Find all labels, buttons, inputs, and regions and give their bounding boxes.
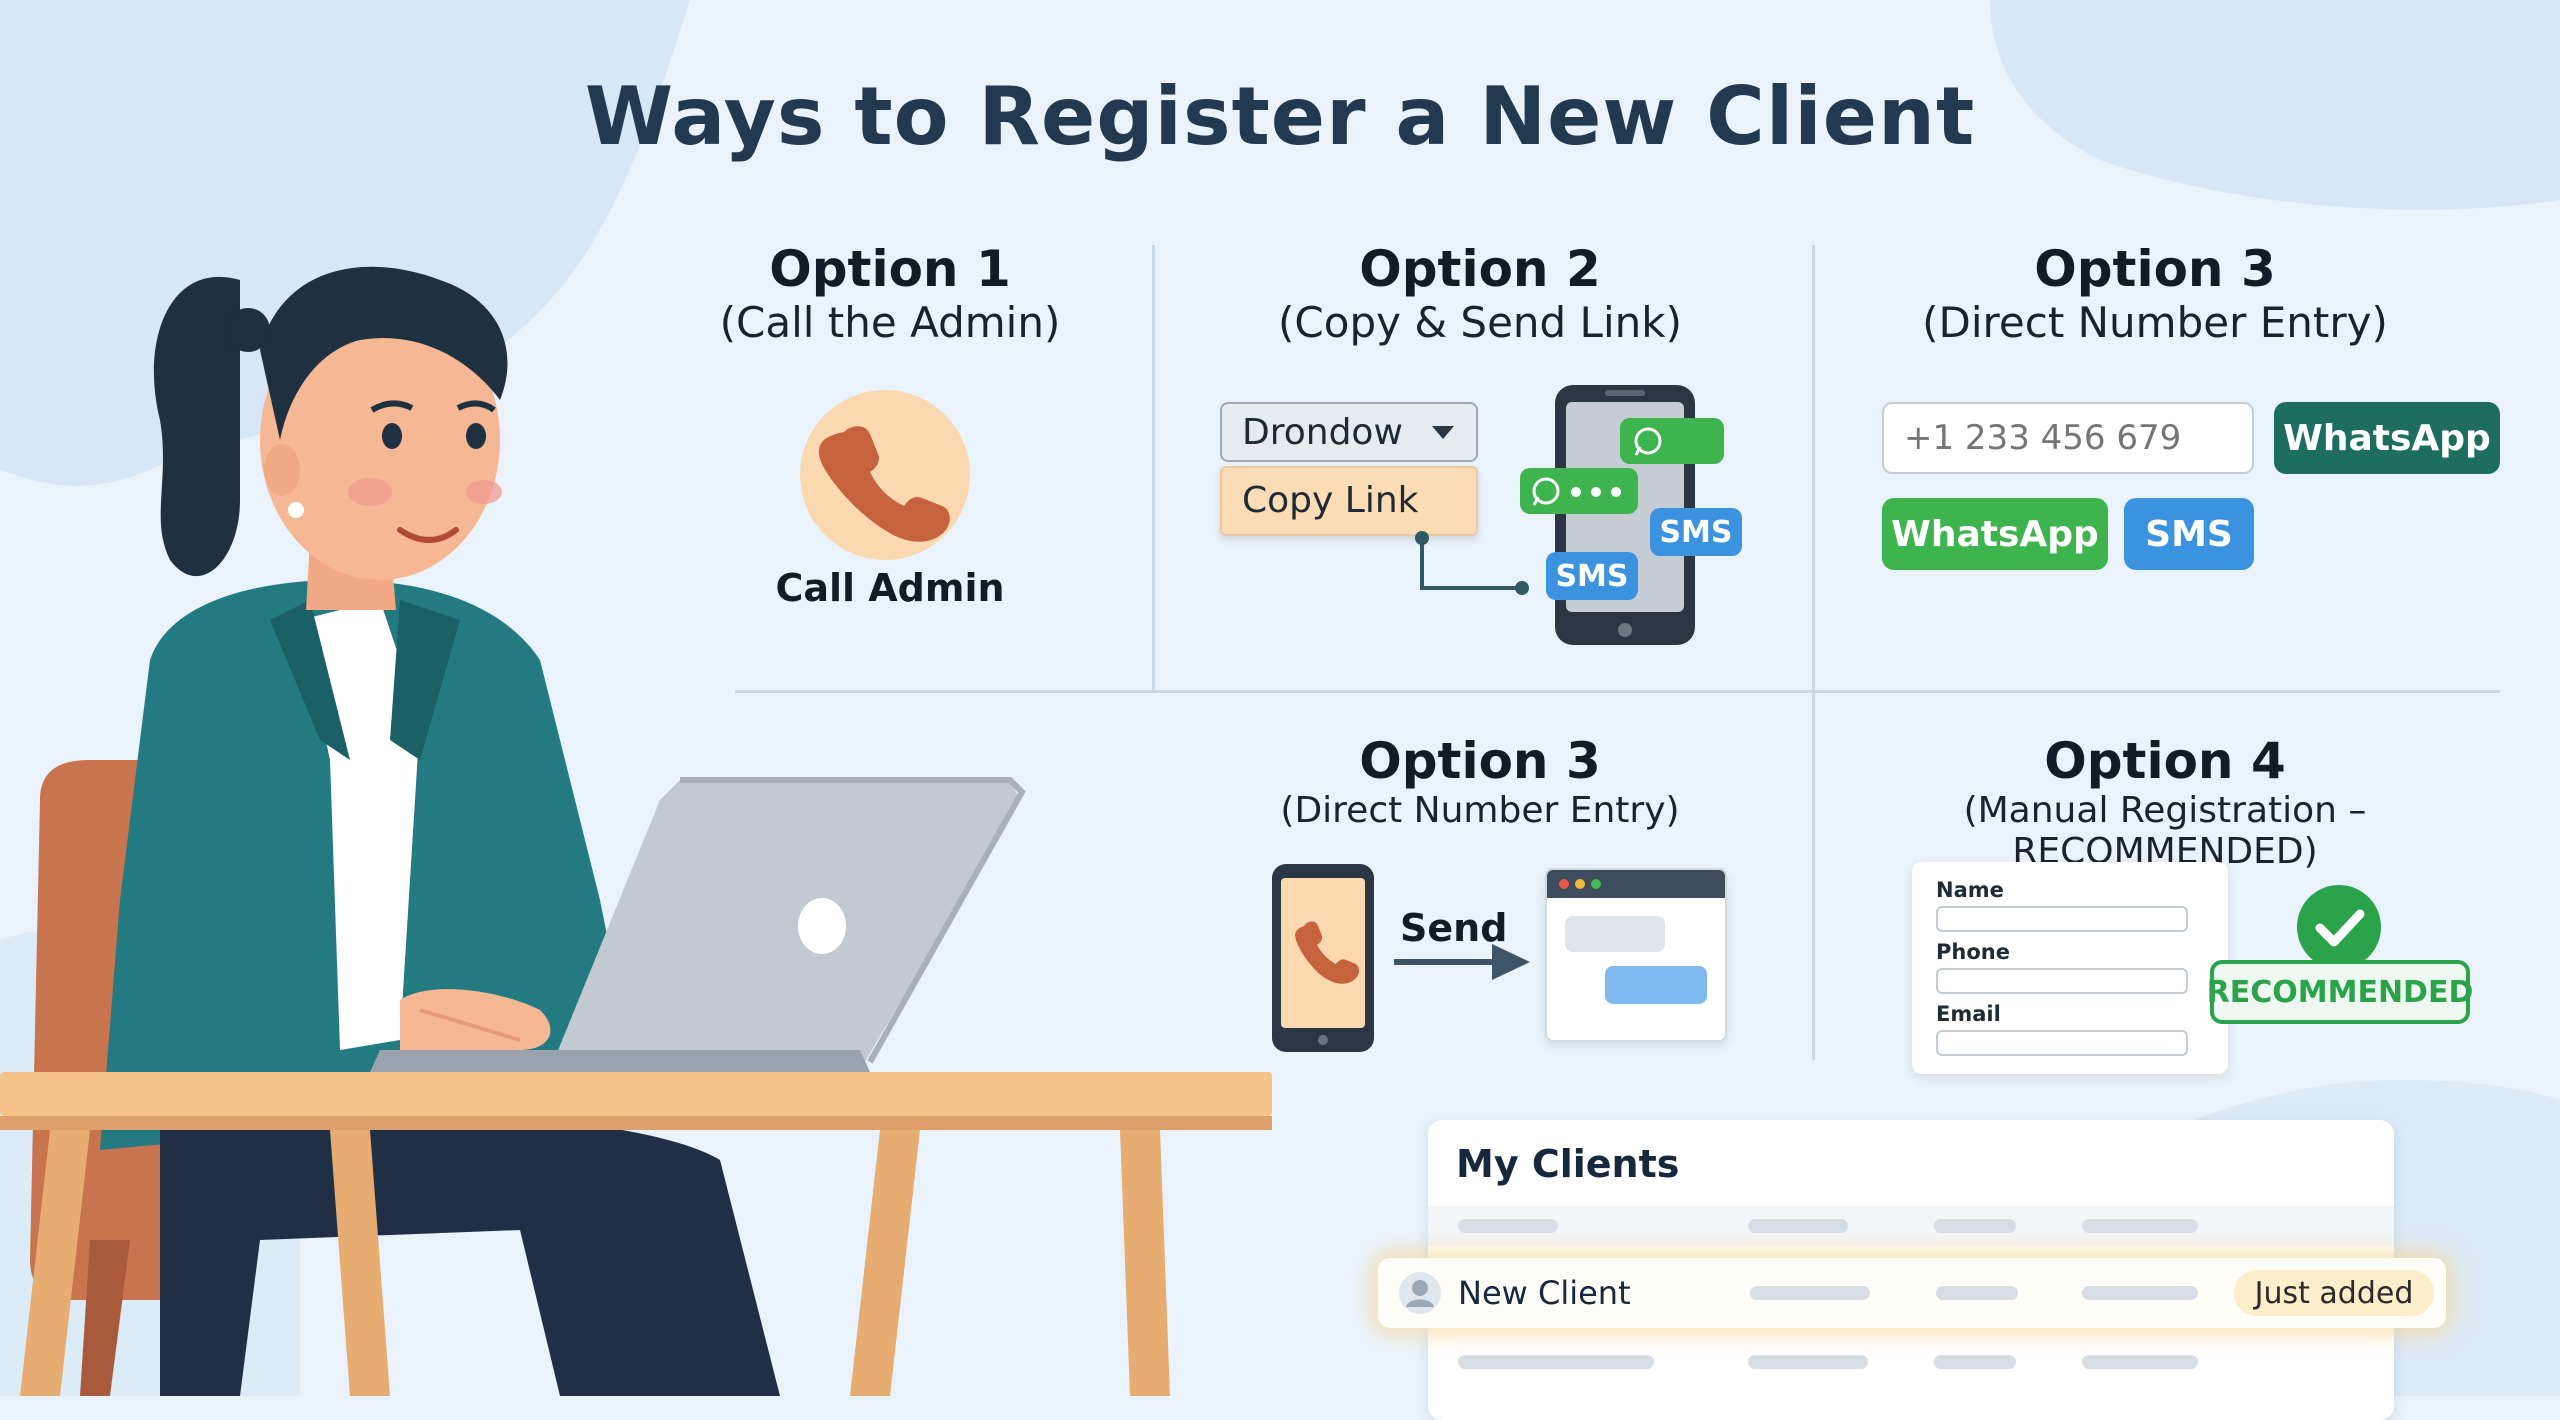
my-clients-title: My Clients [1456, 1142, 1680, 1186]
whatsapp-button[interactable]: WhatsApp [1882, 498, 2108, 570]
link-dropdown[interactable]: Drondow [1220, 402, 1478, 462]
new-client-name: New Client [1458, 1274, 1631, 1312]
chat-window [1545, 868, 1727, 1042]
chat-window-titlebar [1547, 870, 1725, 898]
option3b-subtitle: (Direct Number Entry) [1280, 790, 1680, 831]
option2-heading: Option 2 [1359, 240, 1601, 298]
phone-number-input[interactable] [1882, 402, 2254, 474]
divider-v1 [1152, 245, 1155, 690]
divider-h [735, 690, 2500, 693]
new-client-row[interactable]: New Client Just added [1378, 1258, 2446, 1328]
whatsapp-icon [1634, 427, 1662, 456]
table-row [1428, 1342, 2394, 1382]
avatar [1399, 1272, 1441, 1314]
copy-link-menu-item[interactable]: Copy Link [1220, 466, 1478, 536]
status-badge: Just added [2234, 1270, 2434, 1316]
copy-link-label: Copy Link [1242, 480, 1419, 521]
name-field[interactable] [1936, 906, 2188, 932]
call-admin-label: Call Admin [775, 566, 1005, 610]
page-title: Ways to Register a New Client [584, 70, 1976, 163]
registration-form: Name Phone Email [1912, 862, 2228, 1074]
option3-heading: Option 3 [2034, 240, 2276, 298]
option1-heading: Option 1 [769, 240, 1011, 298]
chat-bubble-received [1565, 916, 1665, 952]
chat-bubble-sent [1605, 966, 1707, 1004]
woman-at-laptop-illustration [0, 266, 1272, 1396]
option4-heading: Option 4 [2044, 732, 2286, 790]
email-field[interactable] [1936, 1030, 2188, 1056]
sms-button[interactable]: SMS [2124, 498, 2254, 570]
sms-bubble-b: SMS [1546, 552, 1638, 600]
sms-bubble-a: SMS [1650, 508, 1742, 556]
arrow-right-icon [1394, 944, 1530, 980]
whatsapp-icon [1532, 477, 1560, 506]
whatsapp-bubble [1620, 418, 1724, 464]
option3b-heading: Option 3 [1359, 732, 1601, 790]
call-admin-button[interactable] [800, 390, 970, 560]
check-circle-icon [2297, 885, 2381, 969]
whatsapp-typing-bubble [1520, 468, 1638, 514]
chevron-down-icon [1432, 426, 1454, 439]
phone-label: Phone [1936, 940, 2010, 964]
table-header [1428, 1206, 2394, 1246]
phone-field[interactable] [1936, 968, 2188, 994]
whatsapp-dark-button[interactable]: WhatsApp [2274, 402, 2500, 474]
recommended-badge: RECOMMENDED [2207, 960, 2473, 1024]
email-label: Email [1936, 1002, 2001, 1026]
option1-subtitle: (Call the Admin) [719, 298, 1061, 347]
typing-dots-icon [1571, 487, 1621, 497]
option3-subtitle: (Direct Number Entry) [1922, 298, 2388, 347]
divider-v2 [1812, 245, 1815, 1060]
name-label: Name [1936, 878, 2004, 902]
phone-icon [818, 426, 950, 542]
connector-line [1415, 531, 1529, 595]
dropdown-value: Drondow [1242, 412, 1403, 453]
option4-subtitle: (Manual Registration – RECOMMENDED) [1963, 790, 2367, 872]
mobile-phone-icon [1272, 864, 1374, 1052]
option2-subtitle: (Copy & Send Link) [1278, 298, 1682, 347]
send-label: Send [1400, 906, 1508, 950]
